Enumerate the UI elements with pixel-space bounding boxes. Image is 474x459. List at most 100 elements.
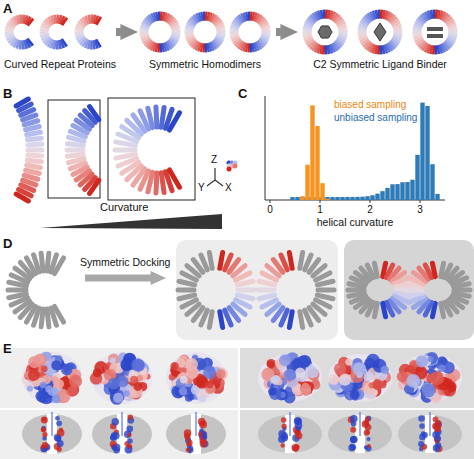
histogram-bar [395, 184, 399, 200]
tick-label: 3 [417, 204, 423, 216]
protein-band [336, 45, 338, 47]
surface-patch [339, 374, 351, 386]
protein-band [442, 48, 444, 49]
surface-patch [41, 365, 48, 372]
helix-rod [8, 288, 26, 293]
pocket-residue [112, 432, 119, 439]
helix-rod [47, 253, 49, 271]
protein-band [149, 19, 151, 21]
helix-rod [67, 148, 83, 153]
pocket-residue [202, 434, 207, 439]
histogram-bar [370, 195, 374, 200]
protein-band [173, 40, 174, 42]
pocket-residue [112, 418, 119, 425]
protein-band [444, 46, 446, 48]
histogram-bar [400, 182, 404, 200]
protein-band [168, 45, 170, 46]
surface-base [22, 352, 82, 404]
helix-rod [27, 132, 41, 134]
protein-band [263, 40, 264, 42]
surface-patch [170, 362, 178, 370]
helix-rod [27, 138, 41, 140]
protein-band [264, 24, 265, 26]
stage-label: C2 Symmetric Ligand Binder [313, 58, 447, 71]
scale-label: Curvature [100, 201, 148, 214]
protein-band [238, 43, 240, 45]
surface-patch [93, 368, 102, 377]
protein-band [363, 23, 364, 25]
protein-band [260, 43, 262, 45]
helix-rod [281, 255, 287, 270]
series-label: unbiased sampling [334, 112, 417, 124]
protein-band [219, 24, 220, 26]
protein-band [80, 36, 81, 38]
helix-rod [262, 300, 276, 307]
surface-patch [428, 356, 434, 362]
protein-band [258, 45, 260, 46]
histogram-bar [295, 197, 299, 200]
protein-band [419, 41, 421, 43]
protein-band [389, 16, 391, 18]
protein-band [192, 42, 194, 44]
helix-rod [432, 263, 435, 276]
histogram-bar [350, 197, 354, 200]
helix-rod [153, 173, 159, 193]
protein-band [11, 39, 13, 41]
protein-band [336, 18, 338, 20]
protein-band [194, 19, 196, 21]
protein-band [84, 42, 86, 43]
protein-band [236, 22, 237, 24]
protein-band [215, 43, 217, 45]
protein-band [250, 43, 252, 52]
protein-band [367, 17, 369, 19]
protein-band [449, 41, 451, 43]
helix-rod [116, 142, 136, 146]
surface-patch [372, 379, 383, 390]
protein-band [334, 16, 336, 18]
protein-band [61, 43, 64, 44]
pocket-residue [111, 445, 117, 451]
protein-band [148, 43, 150, 45]
surface-base [398, 354, 462, 402]
pocket-residue [124, 431, 131, 438]
surface-patch [40, 382, 46, 388]
protein-band [81, 38, 83, 40]
curvature-wedge [40, 214, 222, 229]
pocket-residue [42, 442, 49, 449]
helix-rod [407, 293, 423, 296]
protein-band [393, 19, 395, 21]
ligand-axis [360, 412, 361, 436]
pocket-residue [351, 438, 356, 443]
surface-patch [108, 378, 120, 390]
protein-band [213, 18, 215, 19]
histogram-bar [390, 184, 394, 200]
protein-band [435, 45, 438, 54]
protein-band [424, 16, 426, 18]
surface-patch [188, 394, 195, 401]
surface-patch [328, 374, 339, 385]
axis-tick [370, 200, 371, 203]
surface-patch [179, 387, 187, 395]
ligand-axis [430, 412, 431, 436]
histogram-bar [315, 126, 319, 200]
axis-label: Z [211, 154, 217, 166]
pocket-residue [184, 433, 190, 439]
protein-band [150, 45, 152, 46]
protein-band [82, 40, 84, 42]
protein-band [316, 15, 318, 16]
protein-band [366, 19, 368, 21]
pocket-residue [435, 442, 441, 448]
pocket-residue [127, 433, 131, 437]
protein-band [424, 46, 426, 48]
protein-band [195, 45, 197, 46]
helix-rod [67, 154, 83, 156]
pocket-residue [350, 427, 356, 433]
protein-band [170, 43, 172, 45]
pocket-residue [199, 428, 203, 432]
helix-rod [90, 180, 99, 193]
panel-d [8, 240, 474, 340]
pocket-residue [127, 438, 132, 443]
histogram-bar [375, 194, 379, 200]
surface-patch [272, 375, 281, 384]
surface-patch [421, 384, 435, 398]
